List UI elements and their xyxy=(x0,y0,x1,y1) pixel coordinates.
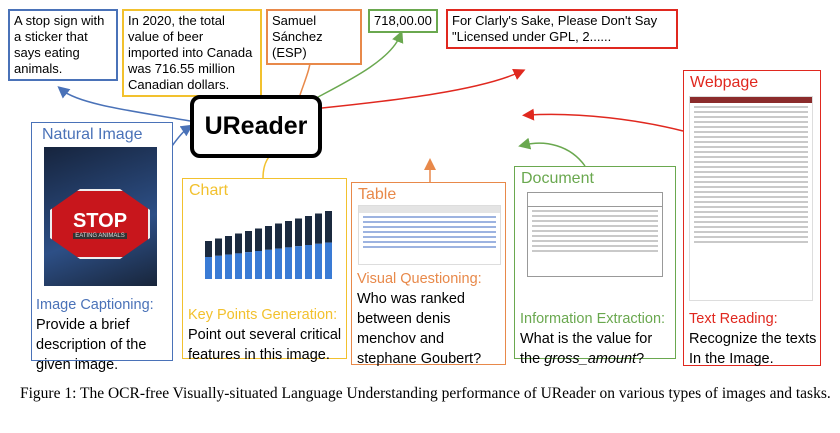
thumbnail-bar-bottom xyxy=(285,247,292,279)
thumbnail-bar-top xyxy=(275,223,282,249)
task-prompt: Point out several critical features in t… xyxy=(188,327,342,363)
arrow-from-webpage xyxy=(522,108,684,132)
sticker-text: EATING ANIMALS xyxy=(73,232,127,239)
panel-title: Table xyxy=(358,186,397,203)
panel-document: Document Information Extraction: What is… xyxy=(514,166,676,367)
thumbnail-bar-top xyxy=(205,241,212,257)
task-name: Text Reading: xyxy=(689,311,778,327)
figure-caption: Figure 1: The OCR-free Visually-situated… xyxy=(20,385,831,402)
arrow-from-document xyxy=(518,137,586,167)
table-thumbnail xyxy=(358,205,501,265)
task-name: Key Points Generation: xyxy=(188,307,338,323)
panel-natural-image: Natural Image STOP EATING ANIMALS Image … xyxy=(31,122,173,373)
model-name: UReader xyxy=(204,112,308,140)
thumbnail-bar-top xyxy=(225,236,232,255)
arrow-to-document-output xyxy=(317,30,404,98)
thumbnail-bar-top xyxy=(325,211,332,243)
thumbnail-bar-bottom xyxy=(245,252,252,279)
panel-title: Webpage xyxy=(690,74,759,91)
output-chart: In 2020, the total value of beer importe… xyxy=(122,9,262,97)
thumbnail-bar-top xyxy=(305,216,312,245)
thumbnail-bar-top xyxy=(265,226,272,250)
arrow-to-caption-output xyxy=(57,86,191,122)
thumbnail-bar-bottom xyxy=(325,242,332,279)
task-prompt-field: gross_amount xyxy=(544,351,637,367)
panel-table: Table Visual Questioning: Who was ranked… xyxy=(351,182,506,367)
output-table: Samuel Sánchez (ESP) xyxy=(266,9,362,65)
thumbnail-bar-top xyxy=(315,213,322,244)
chart-thumbnail xyxy=(191,201,339,301)
webpage-thumbnail xyxy=(689,96,813,301)
panel-chart: Chart Key Points Generation: Point out s… xyxy=(182,178,347,363)
thumbnail-bar-bottom xyxy=(315,243,322,279)
task-prompt: Who was ranked between denis menchov and… xyxy=(357,291,482,367)
thumbnail-bar-top xyxy=(235,233,242,254)
panel-webpage: Webpage Text Reading: Recognize the text… xyxy=(683,70,821,367)
ureader-model-box: UReader xyxy=(190,95,322,158)
thumbnail-bar-top xyxy=(285,221,292,248)
thumbnail-bar-top xyxy=(295,218,302,247)
arrow-from-natural-image xyxy=(171,124,193,147)
thumbnail-bar-bottom xyxy=(225,254,232,279)
thumbnail-bar-bottom xyxy=(205,257,212,279)
task-name: Information Extraction: xyxy=(520,311,666,327)
stop-sign-icon: STOP EATING ANIMALS xyxy=(50,189,150,259)
thumbnail-bar-bottom xyxy=(305,245,312,279)
thumbnail-bar-bottom xyxy=(275,248,282,279)
bar-chart-thumbnail xyxy=(205,211,332,279)
output-caption: A stop sign with a sticker that says eat… xyxy=(8,9,118,81)
panel-title: Chart xyxy=(189,182,229,199)
document-thumbnail xyxy=(527,192,663,277)
arrow-to-webpage-output xyxy=(321,68,526,109)
thumbnail-bar-top xyxy=(245,231,252,253)
stop-sign-image: STOP EATING ANIMALS xyxy=(44,147,157,286)
output-webpage: For Clarly's Sake, Please Don't Say "Lic… xyxy=(446,9,678,49)
thumbnail-bar-bottom xyxy=(265,249,272,279)
thumbnail-bar-bottom xyxy=(215,255,222,279)
thumbnail-bar-bottom xyxy=(295,246,302,279)
sign-text: STOP xyxy=(72,209,128,232)
task-prompt: What is the value for the xyxy=(520,331,653,367)
thumbnail-bar-bottom xyxy=(255,251,262,279)
task-prompt: Provide a brief description of the given… xyxy=(36,317,147,373)
task-name: Visual Questioning: xyxy=(357,271,482,287)
panel-title: Document xyxy=(521,170,594,187)
task-prompt: Recognize the texts In the Image. xyxy=(689,331,817,367)
thumbnail-bar-top xyxy=(255,228,262,251)
task-name: Image Captioning: xyxy=(36,297,154,313)
thumbnail-bar-top xyxy=(215,238,222,256)
output-document: 718,00.00 xyxy=(368,9,438,33)
panel-title: Natural Image xyxy=(42,126,143,143)
task-prompt-end: ? xyxy=(636,351,645,367)
thumbnail-bar-bottom xyxy=(235,253,242,279)
